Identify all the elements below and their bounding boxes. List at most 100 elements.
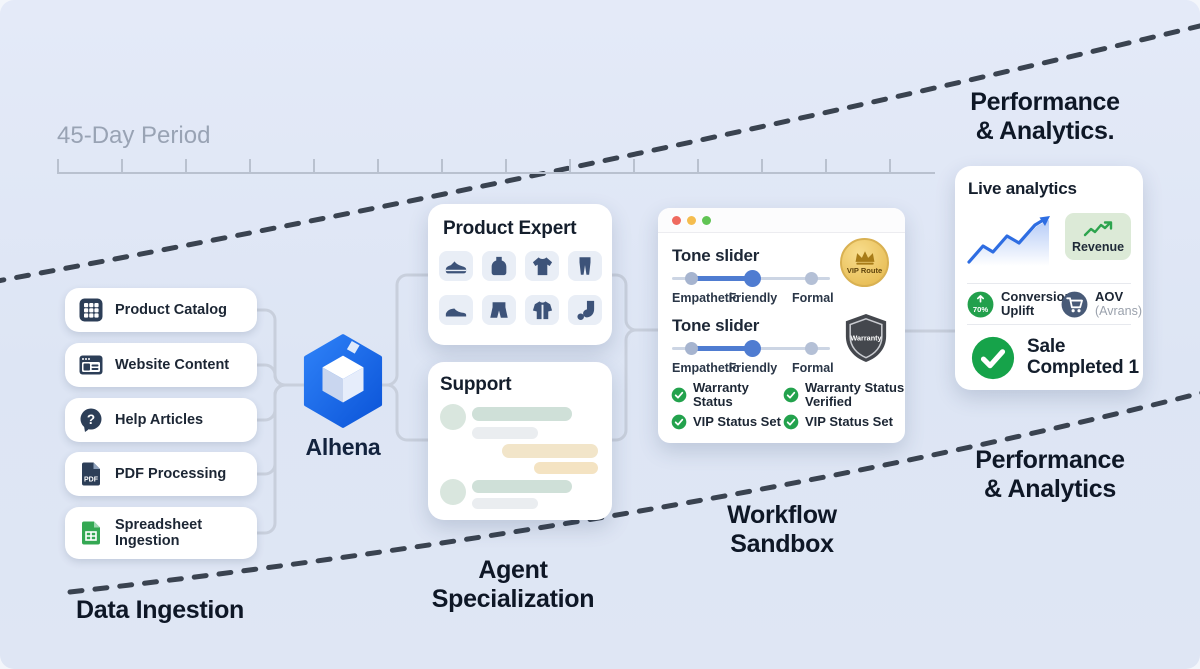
minimize-window-icon — [687, 215, 696, 225]
source-product-catalog: Product Catalog — [65, 288, 257, 332]
check-item: VIP Status Set — [671, 414, 783, 430]
revenue-trend-icon — [1083, 220, 1113, 236]
section-label-performance-bottom: Performance & Analytics — [975, 446, 1125, 504]
slider-dot-friendly — [743, 270, 761, 287]
source-spreadsheet-ingestion: Spreadsheet Ingestion — [65, 507, 257, 559]
alhena-cube-logo-icon — [303, 334, 383, 428]
status-check-list: Warranty Status Warranty Status Verified… — [671, 381, 917, 430]
jacket-icon — [532, 300, 552, 319]
support-card: Support — [428, 362, 612, 520]
metric-label: Conversion Uplift — [1001, 289, 1073, 319]
slider-track — [672, 270, 830, 287]
chat-avatar-skeleton — [440, 479, 466, 505]
chat-reply-skeleton — [534, 462, 598, 474]
check-circle-icon — [671, 414, 687, 430]
source-website-content: Website Content — [65, 343, 257, 387]
growth-line-chart — [967, 216, 1050, 266]
slider-dot-formal — [805, 272, 819, 285]
source-help-articles: ? Help Articles — [65, 398, 257, 442]
big-check-circle-icon — [971, 336, 1015, 380]
chat-avatar-skeleton — [440, 404, 466, 430]
section-label-agent-specialization: Agent Specialization — [431, 556, 595, 614]
slider-label: Tone slider — [672, 316, 760, 335]
check-circle-icon — [783, 414, 799, 430]
sneaker-icon — [445, 261, 467, 274]
live-analytics-card: Live analytics Revenue — [955, 166, 1143, 390]
crown-icon — [855, 251, 874, 265]
check-circle-icon — [783, 387, 799, 403]
tone-slider-2: Tone slider Empathetic Friendly Formal — [672, 316, 834, 376]
slider-option-labels: Empathetic Friendly Formal — [672, 291, 834, 305]
cart-icon — [1061, 291, 1088, 318]
divider — [967, 324, 1131, 325]
slider-dot-formal — [805, 342, 819, 355]
source-pdf-processing: PDF PDF Processing — [65, 452, 257, 496]
svg-text:Warranty: Warranty — [850, 333, 881, 342]
check-item: VIP Status Set — [783, 414, 917, 430]
chat-message-skeleton — [472, 480, 572, 493]
conversion-uplift-icon: 70% — [967, 291, 994, 317]
aov-metric: AOV (Avrans) — [1061, 289, 1143, 319]
divider — [967, 283, 1131, 284]
pants-icon — [579, 257, 591, 275]
slider-option-labels: Empathetic Friendly Formal — [672, 361, 834, 375]
source-label: Help Articles — [115, 411, 204, 428]
product-tile — [568, 251, 602, 281]
source-label: Product Catalog — [115, 301, 227, 318]
shorts-icon — [490, 302, 508, 318]
lower-dashed-line — [67, 390, 1200, 595]
chat-message-skeleton — [472, 427, 538, 439]
vip-badge-label: VIP Route — [846, 266, 883, 275]
product-icon-grid — [439, 251, 602, 325]
shield-icon: Warranty — [845, 314, 887, 362]
timeline-label: 45-Day Period — [57, 122, 211, 149]
check-item: Warranty Status — [671, 381, 783, 409]
revenue-badge: Revenue — [1065, 213, 1131, 260]
check-circle-icon — [671, 387, 687, 403]
metric-sub-label: (Avrans) — [1095, 304, 1143, 319]
section-label-performance-top: Performance & Analytics. — [970, 88, 1120, 146]
grid-icon — [79, 298, 103, 322]
svg-text:70%: 70% — [973, 304, 988, 313]
slider-dot-empathetic — [684, 272, 698, 285]
tone-slider-1: Tone slider Empathetic Friendly Formal — [672, 246, 834, 306]
hub-label: Alhena — [305, 434, 381, 460]
window-titlebar — [658, 208, 905, 233]
revenue-label: Revenue — [1071, 239, 1125, 254]
chat-message-skeleton — [472, 498, 538, 509]
source-label: Spreadsheet Ingestion — [115, 516, 203, 549]
product-expert-card: Product Expert — [428, 204, 612, 345]
loafer-icon — [445, 308, 467, 317]
sale-label: Sale Completed 1 — [1027, 336, 1139, 378]
question-bubble-icon: ? — [80, 408, 102, 432]
sale-completed-status: Sale Completed 1 — [971, 336, 1139, 380]
section-label-data-ingestion: Data Ingestion — [75, 596, 245, 624]
tshirt-icon — [532, 256, 552, 275]
product-tile — [482, 251, 516, 281]
chat-message-skeleton — [472, 407, 572, 421]
pdf-file-icon: PDF — [82, 462, 100, 486]
maximize-window-icon — [702, 215, 711, 225]
product-tile — [439, 251, 473, 281]
svg-text:PDF: PDF — [84, 477, 99, 484]
svg-text:?: ? — [87, 412, 95, 427]
timeline-ruler — [57, 159, 935, 174]
slider-dot-friendly — [743, 340, 761, 357]
sock-icon — [576, 300, 594, 320]
browser-icon — [79, 355, 103, 375]
workflow-sandbox-window: Tone slider Empathetic Friendly Formal V… — [658, 208, 905, 443]
warranty-shield-badge: Warranty — [843, 312, 889, 364]
product-tile — [482, 295, 516, 325]
product-tile — [439, 295, 473, 325]
card-title: Live analytics — [968, 179, 1077, 198]
source-label: PDF Processing — [115, 465, 227, 482]
product-tile — [525, 295, 559, 325]
check-item: Warranty Status Verified — [783, 381, 917, 409]
bottle-icon — [491, 256, 507, 276]
source-label: Website Content — [115, 356, 230, 373]
vip-route-badge: VIP Route — [840, 238, 889, 287]
close-window-icon — [672, 215, 681, 225]
slider-label: Tone slider — [672, 246, 760, 265]
product-tile — [568, 295, 602, 325]
